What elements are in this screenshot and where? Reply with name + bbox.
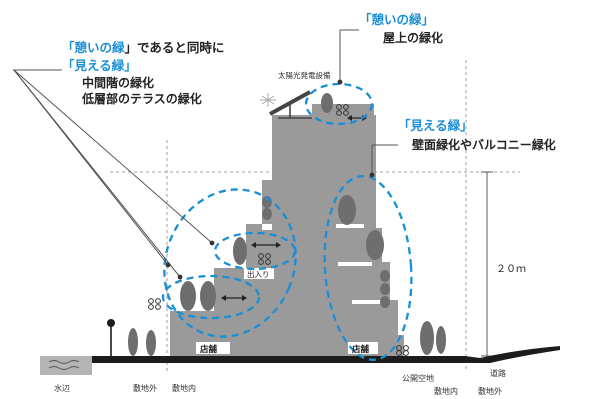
shop-tag-left-bg xyxy=(196,342,230,354)
tree xyxy=(200,281,216,311)
height-label: ２０ｍ xyxy=(496,264,526,275)
tree xyxy=(338,195,356,225)
shop-label-right: 店舗 xyxy=(351,344,370,355)
tree xyxy=(321,93,333,113)
building-tower xyxy=(272,115,376,358)
height-dimension xyxy=(481,171,493,357)
leader-dots xyxy=(165,79,375,280)
lamp-head xyxy=(107,319,115,327)
person-group xyxy=(148,298,161,310)
tree xyxy=(180,281,196,311)
callout-wall: 「見える緑」 壁面緑化やバルコニー緑化 xyxy=(398,118,556,152)
tree xyxy=(380,296,390,308)
callout-wall-line1: 壁面緑化やバルコニー緑化 xyxy=(412,137,556,152)
outside-site-right-label: 敷地外 xyxy=(478,386,502,396)
solar-label: 太陽光発電設備 xyxy=(278,70,331,80)
double-arrow-icon xyxy=(221,295,247,301)
notch-right-2 xyxy=(338,262,372,266)
solar-panel xyxy=(260,90,312,119)
trees xyxy=(128,93,446,356)
callout-mid-line1: 中間階の緑化 xyxy=(82,75,154,90)
inside-site-right-label: 敷地内 xyxy=(434,386,458,396)
callout-roof: 「憩いの緑」 屋上の緑化 xyxy=(359,12,443,45)
person-group xyxy=(258,253,271,265)
notch-left-1 xyxy=(262,224,272,230)
callout-roof-title: 「憩いの緑」 xyxy=(359,12,434,27)
ground-line xyxy=(92,356,465,363)
road-surface xyxy=(465,346,560,363)
double-arrow-icon xyxy=(251,242,281,248)
callout-wall-title: 「見える緑」 xyxy=(398,118,473,133)
street-lamps xyxy=(107,319,115,356)
tree xyxy=(420,321,434,355)
callout-mid-heading: 「憩いの緑」であると同時に xyxy=(62,40,224,55)
highlight-wall xyxy=(323,175,413,361)
sun-burst-icon xyxy=(260,93,276,107)
tree xyxy=(380,283,390,295)
highlight-ellipses xyxy=(161,82,413,361)
highlight-mid-large xyxy=(163,188,297,338)
inside-site-left-label: 敷地内 xyxy=(172,383,196,393)
leader-line-mid xyxy=(13,69,213,244)
entrance-label: 出入り xyxy=(247,269,270,279)
tree xyxy=(262,208,272,220)
person-group xyxy=(336,104,349,116)
callout-roof-line1: 屋上の緑化 xyxy=(383,30,443,45)
shop-label-left: 店舗 xyxy=(199,344,218,355)
highlight-low-terrace xyxy=(161,274,261,320)
water-area xyxy=(40,356,92,375)
highlight-mid-small xyxy=(213,231,297,271)
leader-lines xyxy=(13,29,398,278)
road-label: 道路 xyxy=(490,368,506,378)
tree xyxy=(128,328,138,356)
callout-mid-mieru: 「見える緑」 xyxy=(62,58,137,73)
waterside-label: 水辺 xyxy=(54,383,70,393)
building-right-step xyxy=(376,170,404,358)
public-space-label: 公開空地 xyxy=(402,373,434,383)
tree xyxy=(146,330,156,356)
callout-mid-terrace: 「憩いの緑」であると同時に 「見える緑」 中間階の緑化 低層部のテラスの緑化 xyxy=(62,40,224,106)
terrace-notches xyxy=(262,224,382,304)
callout-mid-line2: 低層部のテラスの緑化 xyxy=(81,91,202,106)
building-left-step xyxy=(170,180,272,358)
tree xyxy=(233,237,247,265)
solar-panel-board xyxy=(269,90,311,116)
tree xyxy=(380,270,390,282)
water-box xyxy=(40,356,92,375)
building xyxy=(170,104,404,358)
water-wave xyxy=(48,360,80,370)
outside-site-left-label: 敷地外 xyxy=(133,383,157,393)
notch-right-1 xyxy=(336,224,364,228)
leader-line-mid xyxy=(13,69,181,278)
tree xyxy=(366,230,384,260)
shop-tag-right-bg xyxy=(348,342,378,354)
entrance-tag-bg xyxy=(244,268,274,279)
tree xyxy=(436,326,446,354)
person-group xyxy=(396,345,409,356)
notch-right-3 xyxy=(352,300,382,304)
